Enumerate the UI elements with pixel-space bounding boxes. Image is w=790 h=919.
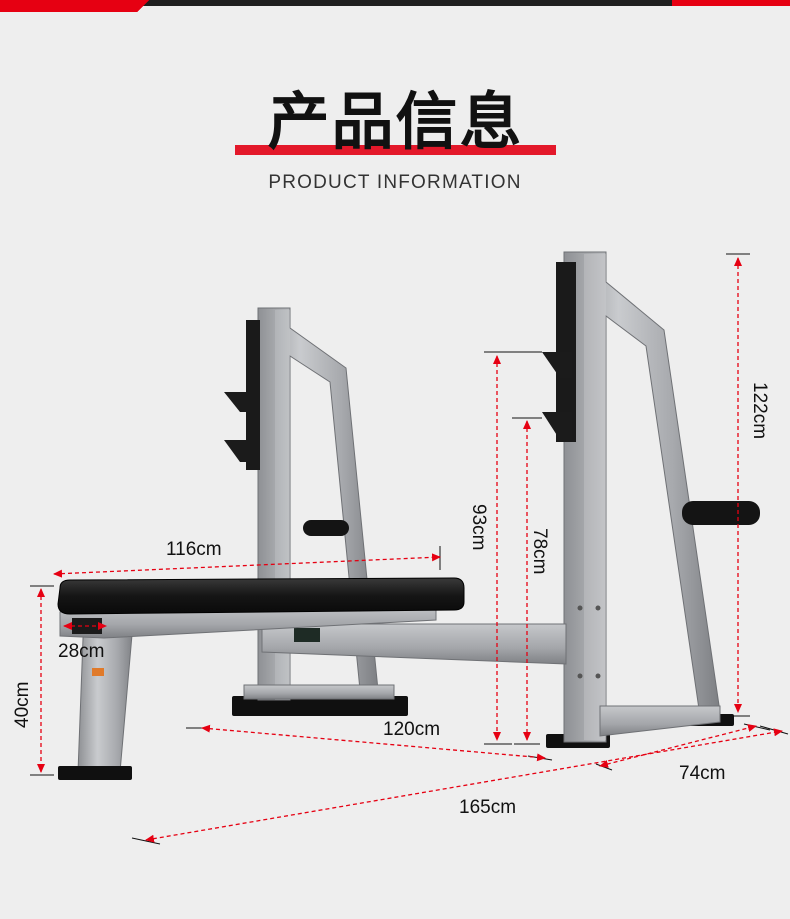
dim-rack-low-hook: 78cm — [529, 528, 550, 574]
dim-base-width: 74cm — [679, 763, 725, 784]
base-beam — [261, 623, 567, 665]
right-rack-frame — [542, 251, 760, 748]
dim-bench-height: 40cm — [12, 682, 33, 728]
top-red-accent-left — [0, 0, 150, 12]
dim-base-depth: 120cm — [383, 719, 440, 740]
dim-bench-width: 28cm — [58, 641, 104, 662]
dim-total-length: 165cm — [459, 797, 516, 818]
dim-rack-height: 122cm — [749, 382, 770, 439]
heading-underline-bar — [235, 145, 556, 155]
page-title: 产品信息 — [267, 85, 524, 158]
section-heading: 产品信息 — [235, 88, 556, 158]
dim-rack-high-hook: 93cm — [468, 504, 489, 550]
page-subtitle: PRODUCT INFORMATION — [268, 172, 522, 193]
top-decorative-bar — [0, 0, 790, 12]
top-red-accent-right — [672, 0, 790, 6]
dimension-lines — [30, 253, 789, 845]
dim-bench-length: 116cm — [166, 539, 222, 560]
